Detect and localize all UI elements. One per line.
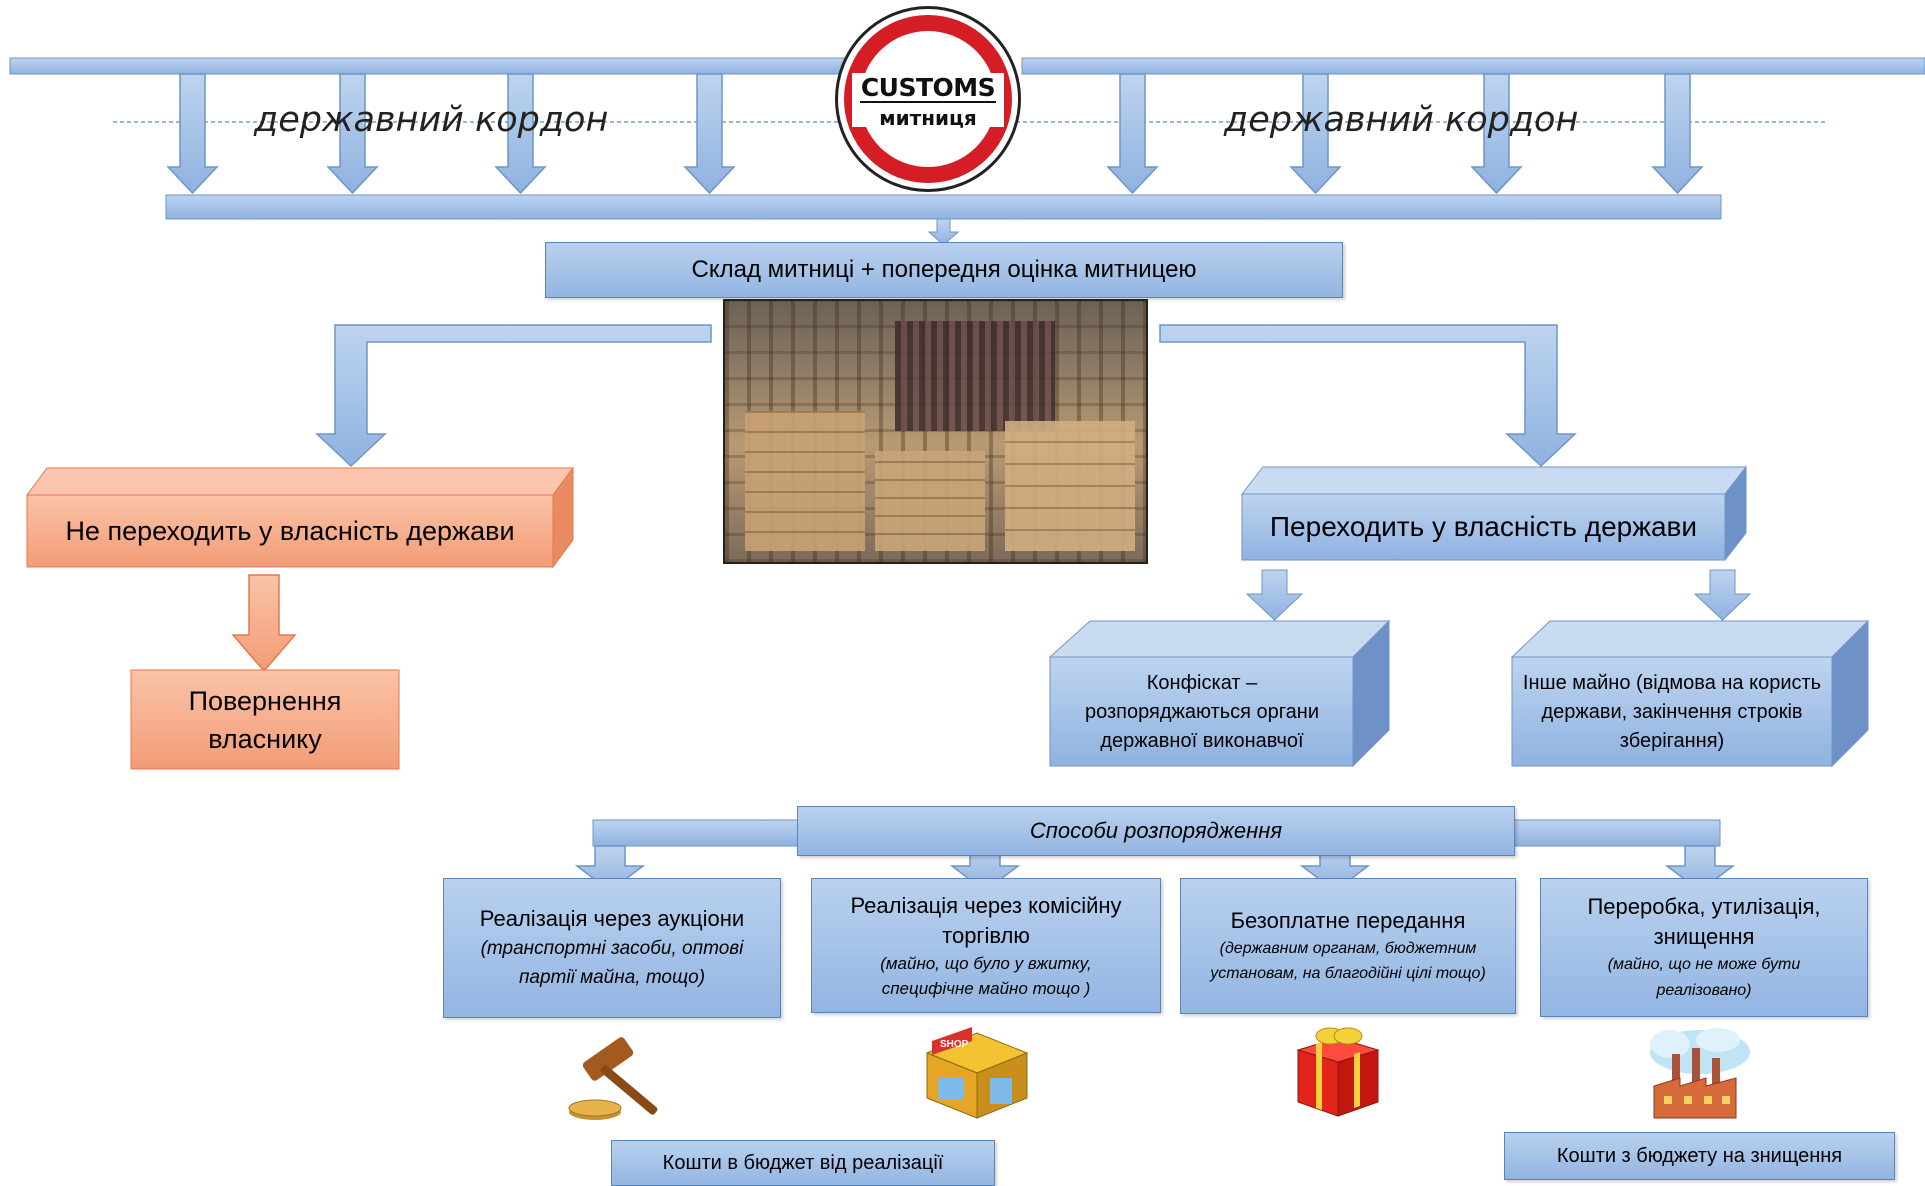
return-box <box>130 669 400 770</box>
down-arrow <box>927 218 960 246</box>
disposal-title: Способи розпорядження <box>1029 818 1283 843</box>
method-destruction-title: Переробка, утилізація, знищення <box>1587 893 1821 949</box>
customs-sign-bottom-text: митниця <box>879 106 977 130</box>
confiscation-label: Конфіскат – розпоряджаються органи держа… <box>1084 671 1319 752</box>
gavel-icon <box>568 1037 658 1120</box>
customs-sign: CUSTOMS митниця <box>835 6 1021 192</box>
down-arrow <box>494 73 547 195</box>
method-commission-note: (майно, що було у вжитку, специфічне май… <box>880 953 1092 998</box>
down-arrow <box>683 73 736 195</box>
warehouse-photo <box>723 299 1148 564</box>
return-to-owner-label: Повернення власнику <box>188 685 342 754</box>
budget-income-label: Кошти в бюджет від реалізації <box>662 1151 944 1174</box>
down-arrow <box>1245 569 1304 621</box>
down-arrow <box>166 73 219 195</box>
disposal-title-box: Способи розпорядження <box>797 806 1515 856</box>
bent-arrow-right <box>1159 324 1577 468</box>
other-property-label: Інше майно (відмова на користь держави, … <box>1522 671 1822 752</box>
budget-expense-label: Кошти з бюджету на знищення <box>1556 1144 1843 1167</box>
collector-bar <box>165 194 1722 220</box>
not-state-box-3d <box>26 466 574 569</box>
method-commission-box: Реалізація через комісійну торгівлю (май… <box>811 878 1161 1013</box>
method-free-transfer-box: Безоплатне передання (державним органам,… <box>1180 878 1516 1014</box>
bent-arrow-left <box>315 324 712 468</box>
warehouse-box: Склад митниці + попередня оцінка митнице… <box>545 242 1343 298</box>
method-destruction-note: (майно, що не може бути реалізовано) <box>1607 955 1801 999</box>
factory-icon <box>1650 1028 1750 1119</box>
down-arrow-orange <box>231 574 297 673</box>
down-arrow <box>1651 73 1704 195</box>
customs-sign-top-text: CUSTOMS <box>860 73 996 102</box>
state-label: Переходить у власність держави <box>1269 511 1698 542</box>
warehouse-label: Склад митниці + попередня оцінка митнице… <box>691 256 1197 283</box>
shop-icon: SHOP <box>925 1027 1029 1119</box>
budget-income-box: Кошти в бюджет від реалізації <box>611 1140 995 1186</box>
border-arrows <box>166 73 1704 195</box>
customs-sign-band <box>852 73 1004 127</box>
down-arrow <box>1289 73 1342 195</box>
confiscation-box-3d <box>1048 619 1391 768</box>
method-auction-note: (транспортні засоби, оптові партії майна… <box>480 938 744 988</box>
method-free-transfer-note: (державним органам, бюджетним установам,… <box>1210 940 1486 982</box>
down-arrow <box>1470 73 1523 195</box>
gift-icon <box>1296 1027 1380 1117</box>
budget-expense-box: Кошти з бюджету на знищення <box>1504 1132 1895 1180</box>
method-auction-title: Реалізація через аукціони <box>479 906 745 931</box>
method-commission-title: Реалізація через комісійну торгівлю <box>850 892 1122 948</box>
method-destruction-box: Переробка, утилізація, знищення (майно, … <box>1540 878 1868 1017</box>
not-state-label: Не переходить у власність держави <box>65 515 515 546</box>
method-free-transfer-title: Безоплатне передання <box>1230 908 1466 933</box>
other-property-box-3d <box>1510 619 1870 768</box>
state-box-3d <box>1240 465 1748 562</box>
border-label-left: державний кордон <box>254 100 609 140</box>
down-arrow <box>1106 73 1159 195</box>
border-bar-left <box>9 57 856 75</box>
border-bar-right <box>1021 57 1925 75</box>
method-auction-box: Реалізація через аукціони (транспортні з… <box>443 878 781 1018</box>
down-arrow <box>326 73 379 195</box>
down-arrow <box>1693 569 1752 621</box>
border-label-right: державний кордон <box>1224 100 1579 140</box>
svg-text:SHOP: SHOP <box>940 1039 969 1050</box>
